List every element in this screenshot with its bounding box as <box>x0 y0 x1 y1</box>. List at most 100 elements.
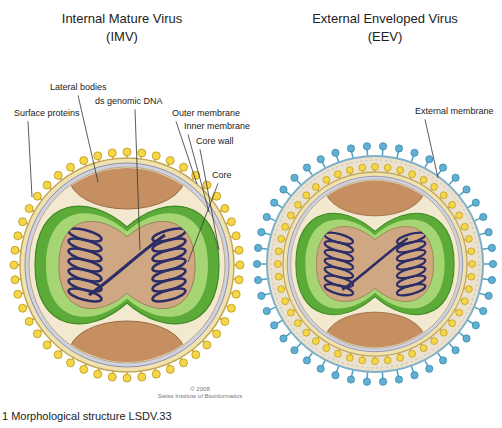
envelope-protein <box>480 213 487 220</box>
part-label: External membrane <box>415 106 494 116</box>
surface-protein <box>334 171 341 178</box>
envelope-protein <box>411 372 418 379</box>
surface-protein <box>287 212 294 219</box>
envelope-protein <box>254 276 261 283</box>
genomic-dna <box>324 230 427 297</box>
core-wall-inner <box>46 213 208 317</box>
surface-protein <box>67 359 75 367</box>
envelope-protein <box>363 143 370 150</box>
surface-protein <box>94 152 102 160</box>
surface-protein <box>123 148 131 156</box>
envelope-protein <box>317 156 324 163</box>
dna-coil <box>396 273 426 289</box>
surface-protein <box>282 223 289 230</box>
part-label: Outer membrane <box>172 108 240 118</box>
figure-title: (IMV) <box>106 30 138 45</box>
surface-protein <box>11 246 19 254</box>
dna-coil <box>67 256 102 274</box>
surface-protein <box>449 320 456 327</box>
envelope-protein <box>488 244 495 251</box>
dna-coil <box>324 265 354 281</box>
envelope-protein <box>254 244 261 251</box>
surface-protein <box>440 192 447 199</box>
envelope-protein <box>291 174 298 181</box>
envelope-protein <box>263 213 270 220</box>
genomic-dna <box>67 226 186 304</box>
dna-coil <box>151 246 186 264</box>
envelope-protein <box>303 164 310 171</box>
surface-protein <box>203 341 211 349</box>
surface-protein <box>94 370 102 378</box>
dna-strand <box>342 238 407 290</box>
surface-protein <box>303 329 310 336</box>
dna-coil <box>151 256 186 274</box>
surface-protein <box>420 345 427 352</box>
surface-protein <box>25 318 33 326</box>
surface-protein <box>287 309 294 316</box>
envelope-protein <box>488 276 495 283</box>
mature-virus <box>10 145 244 385</box>
surface-protein <box>468 273 475 280</box>
surface-protein <box>275 248 282 255</box>
envelope-protein <box>379 378 386 385</box>
dna-coil <box>324 239 354 255</box>
envelope-protein <box>347 376 354 383</box>
dna-coil <box>67 266 102 284</box>
envelope-protein <box>317 365 324 372</box>
surface-protein <box>294 201 301 208</box>
virus-figure <box>253 143 496 386</box>
surface-protein <box>80 157 88 165</box>
surface-protein <box>192 351 200 359</box>
envelope-protein <box>439 164 446 171</box>
dna-coil <box>324 247 354 263</box>
envelope-protein-heads <box>253 143 496 386</box>
envelope-protein <box>395 145 402 152</box>
dna-coil <box>324 230 354 246</box>
envelope-protein <box>463 186 470 193</box>
surface-protein <box>180 163 188 171</box>
surface-protein <box>54 171 62 179</box>
envelope-protein <box>489 260 496 267</box>
surface-protein <box>312 338 319 345</box>
surface-protein <box>43 181 51 189</box>
surface-protein <box>232 290 240 298</box>
core-wall-inner <box>305 219 444 308</box>
part-label: Core wall <box>196 136 234 146</box>
part-label: Core <box>212 170 232 180</box>
dna-coil <box>396 256 426 272</box>
envelope-protein <box>258 229 265 236</box>
surface-protein <box>235 246 243 254</box>
dna-coil <box>67 226 102 244</box>
envelope-protein <box>472 199 479 206</box>
envelope-protein <box>452 174 459 181</box>
envelope-protein <box>485 229 492 236</box>
external-envelope <box>253 143 496 386</box>
envelope-protein <box>347 145 354 152</box>
lateral-body <box>325 161 425 216</box>
surface-protein <box>461 223 468 230</box>
surface-protein <box>468 248 475 255</box>
envelope-protein <box>271 199 278 206</box>
leader-line <box>78 95 98 182</box>
dna-coil <box>67 236 102 254</box>
surface-protein <box>397 354 404 361</box>
dna-coil <box>67 246 102 264</box>
surface-protein <box>278 286 285 293</box>
leader-line <box>135 109 140 250</box>
envelope-protein <box>253 260 260 267</box>
dna-coil <box>396 239 426 255</box>
envelope-layer <box>271 160 479 368</box>
surface-protein <box>80 365 88 373</box>
envelope-protein <box>291 347 298 354</box>
envelope-protein <box>280 186 287 193</box>
leader-line <box>188 183 218 262</box>
surface-protein <box>461 298 468 305</box>
dna-coil <box>151 266 186 284</box>
envelope-protein <box>332 372 339 379</box>
surface-protein <box>213 330 221 338</box>
dna-coil <box>67 276 102 294</box>
surface-protein <box>138 373 146 381</box>
surface-protein <box>10 261 18 269</box>
surface-protein <box>232 232 240 240</box>
figure-title: (EEV) <box>368 30 403 45</box>
